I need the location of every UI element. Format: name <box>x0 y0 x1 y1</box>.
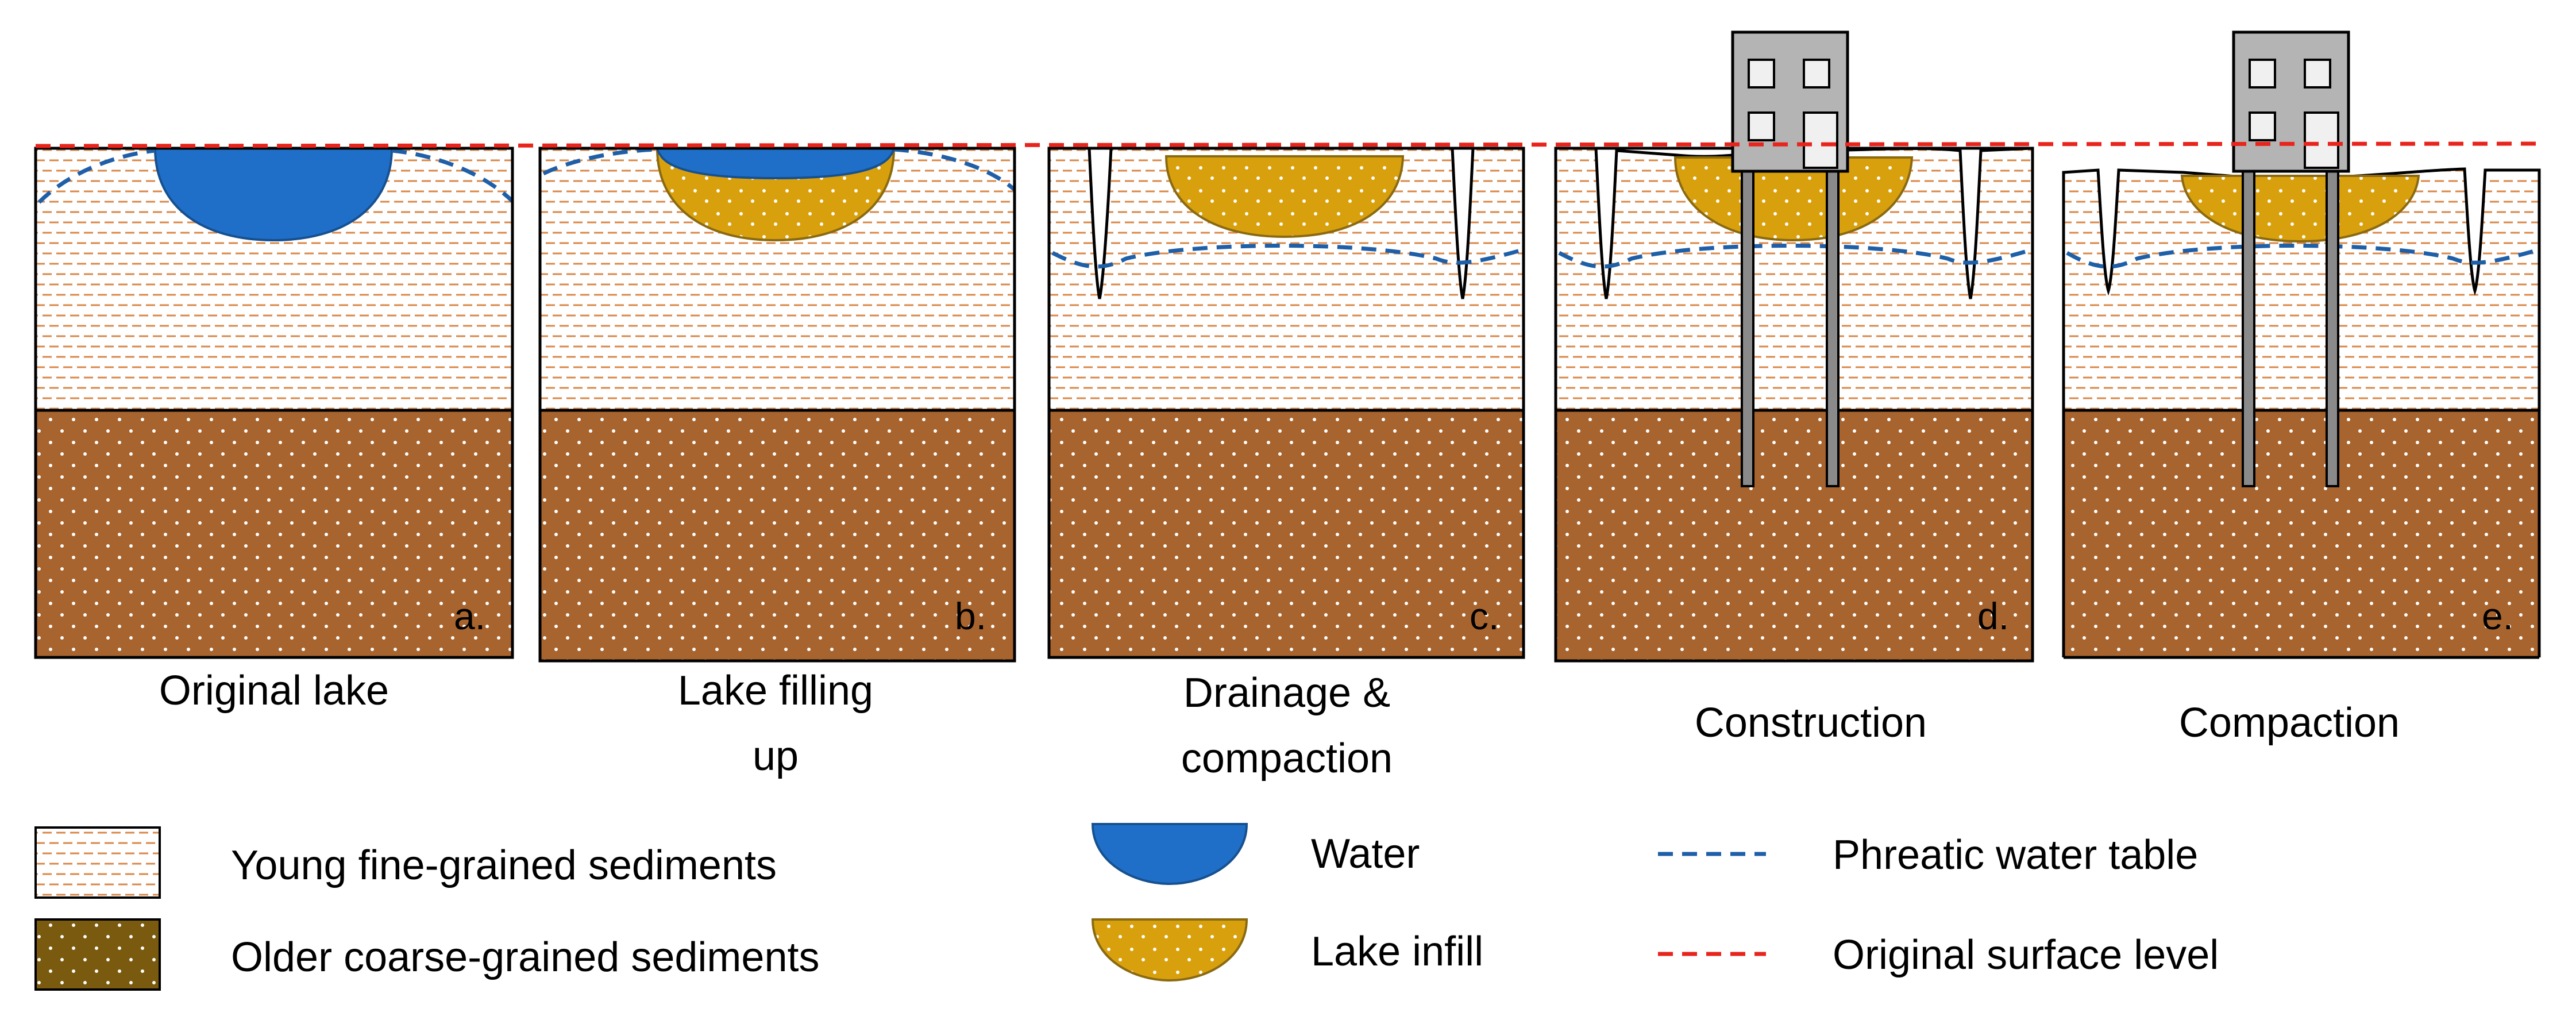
caption-construction: Construction <box>1695 700 1927 746</box>
panel-letter: d. <box>1977 595 2009 637</box>
legend: Young fine-grained sediments Older coars… <box>34 823 2219 991</box>
older-sediment-layer <box>1556 410 2033 661</box>
legend-lake-infill-label: Lake infill <box>1311 929 1483 975</box>
older-sediment-layer <box>36 410 512 657</box>
panel-c: c. <box>1047 147 1525 659</box>
phreatic-water-table-line <box>2066 244 2536 269</box>
panel-letter: b. <box>955 595 986 637</box>
phreatic-water-table-line <box>542 147 1016 191</box>
water-body <box>153 147 394 242</box>
original-surface-level-line <box>35 141 2540 148</box>
building <box>1731 30 1849 173</box>
panel-d: d. <box>1554 30 2034 663</box>
panel-letter: e. <box>2482 595 2513 637</box>
panel-a: a. <box>34 147 514 659</box>
caption-drainage-line2: compaction <box>1181 736 1393 782</box>
caption-compaction: Compaction <box>2179 700 2400 746</box>
legend-older-sediments-swatch <box>34 918 161 991</box>
legend-young-sediments-swatch <box>34 826 161 899</box>
phreatic-water-table-line <box>1558 244 2030 269</box>
lake-infill <box>2180 175 2420 243</box>
older-sediment-layer <box>540 410 1015 661</box>
lake-infill <box>1673 156 1914 242</box>
panel-frame <box>34 147 514 659</box>
panel-b: b. <box>538 147 1016 663</box>
foundation-pile <box>1741 169 1840 487</box>
building <box>2232 30 2350 173</box>
lake-infill <box>1164 155 1405 238</box>
panel-letter: c. <box>1470 595 1499 637</box>
legend-water-label: Water <box>1311 831 1420 877</box>
phreatic-water-table-line <box>1051 244 1521 269</box>
caption-drainage-line1: Drainage & <box>1183 670 1390 716</box>
legend-young-sediments-label: Young fine-grained sediments <box>231 842 777 888</box>
older-sediment-layer <box>2064 410 2539 657</box>
caption-lake-filling-line2: up <box>753 733 799 779</box>
panel-e: e. <box>2062 30 2541 659</box>
legend-older-sediments-label: Older coarse-grained sediments <box>231 934 820 980</box>
panel-letter: a. <box>454 595 485 637</box>
legend-original-surface-level-label: Original surface level <box>1833 932 2219 978</box>
legend-phreatic-water-table-label: Phreatic water table <box>1833 832 2198 878</box>
water-body <box>655 147 896 180</box>
caption-lake-filling-line1: Lake filling <box>678 668 873 714</box>
legend-lake-infill-swatch <box>1091 918 1248 982</box>
caption-original-lake: Original lake <box>159 668 389 714</box>
panel-frame <box>1047 147 1525 659</box>
panel-frame <box>538 147 1016 663</box>
legend-water-swatch <box>1091 823 1248 886</box>
older-sediment-layer <box>1049 410 1524 657</box>
